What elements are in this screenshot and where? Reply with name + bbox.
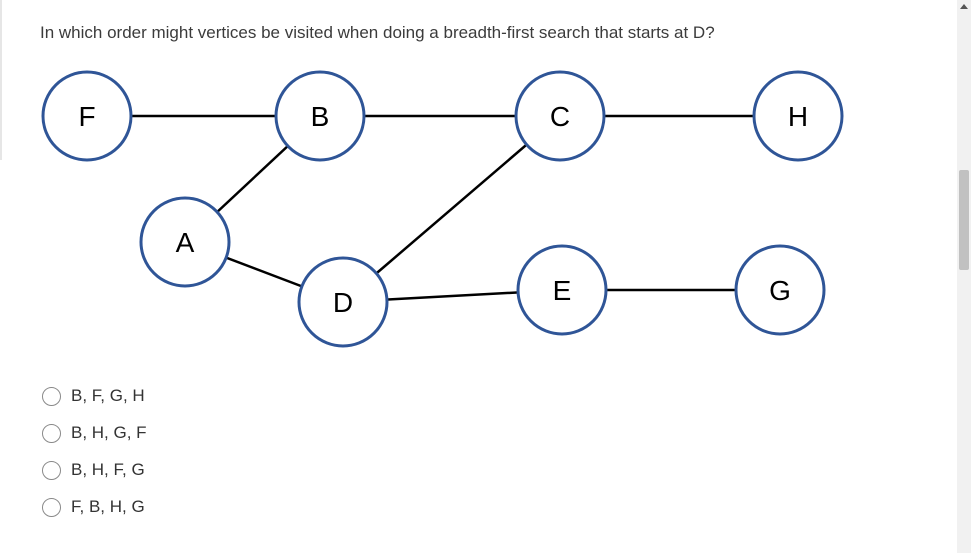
node-circle: [752, 70, 844, 162]
node-g: G: [734, 244, 826, 336]
option-label: B, H, F, G: [71, 460, 145, 479]
node-f: F: [41, 70, 133, 162]
node-label: B: [311, 101, 330, 132]
option-label: F, B, H, G: [71, 497, 145, 516]
node-label: F: [78, 101, 95, 132]
option-label: B, F, G, H: [71, 386, 145, 405]
vertical-scrollbar[interactable]: [957, 0, 971, 553]
node-e: E: [516, 244, 608, 336]
graph-diagram: F B C H A D E G: [41, 70, 844, 348]
node-h: H: [752, 70, 844, 162]
radio-button[interactable]: [42, 386, 61, 406]
answer-options: B, F, G, H B, H, G, F B, H, F, G F, B, H…: [42, 384, 147, 532]
left-border: [0, 0, 2, 160]
node-label: C: [550, 101, 570, 132]
option-2[interactable]: B, H, G, F: [42, 421, 147, 445]
scroll-up-arrow-icon[interactable]: [960, 4, 968, 9]
edge-d-c: [342, 115, 561, 303]
node-circle: [516, 244, 608, 336]
node-circle: [41, 70, 133, 162]
node-label: G: [769, 275, 791, 306]
node-label: A: [176, 227, 195, 258]
radio-button[interactable]: [42, 497, 61, 517]
radio-button[interactable]: [42, 460, 61, 480]
option-4[interactable]: F, B, H, G: [42, 495, 147, 519]
node-label: D: [333, 287, 353, 318]
node-circle: [514, 70, 606, 162]
node-circle: [274, 70, 366, 162]
node-c: C: [514, 70, 606, 162]
node-label: H: [788, 101, 808, 132]
node-circle: [734, 244, 826, 336]
option-label: B, H, G, F: [71, 423, 147, 442]
option-1[interactable]: B, F, G, H: [42, 384, 147, 408]
radio-button[interactable]: [42, 423, 61, 443]
option-3[interactable]: B, H, F, G: [42, 458, 147, 482]
node-b: B: [274, 70, 366, 162]
scroll-thumb[interactable]: [959, 170, 969, 270]
node-label: E: [553, 275, 572, 306]
node-circle: [297, 256, 389, 348]
node-circle: [139, 196, 231, 288]
question-text: In which order might vertices be visited…: [40, 23, 715, 42]
node-d: D: [297, 256, 389, 348]
node-a: A: [139, 196, 231, 288]
